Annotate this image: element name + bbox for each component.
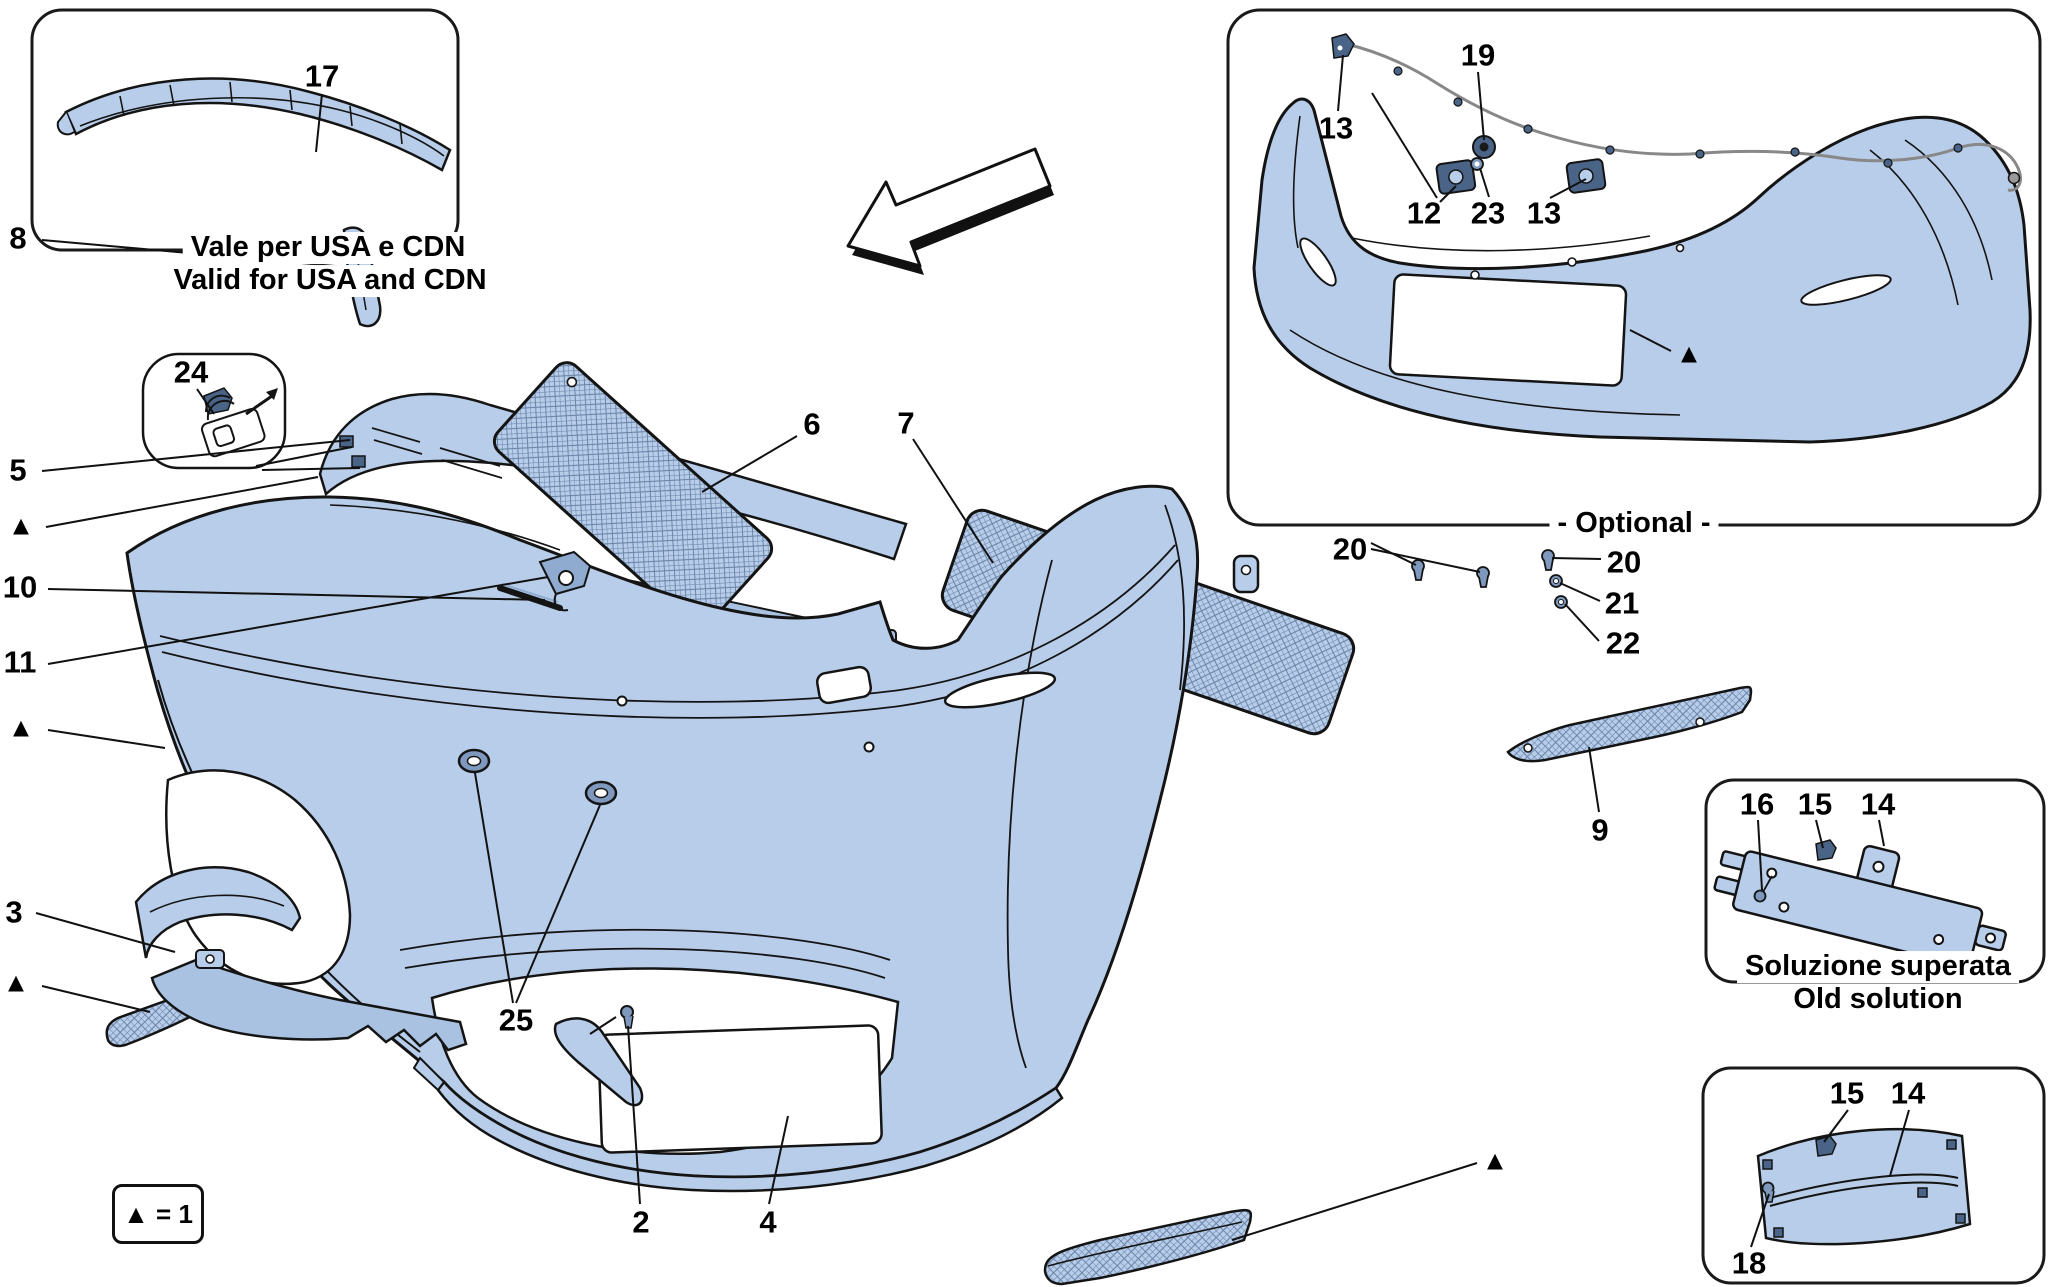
callout-21: 21 (1604, 585, 1640, 621)
side-mesh-lower-right (1043, 1208, 1253, 1286)
callout-4: 4 (759, 1204, 777, 1240)
cowl-clip (351, 455, 366, 468)
callout-3: 3 (5, 894, 23, 930)
legend-text: ▲ = 1 (123, 1198, 193, 1229)
old-solution-caption-line2: Old solution (1785, 983, 1971, 1016)
direction-arrow-icon (846, 147, 1054, 275)
sensor-bracket-13 (1565, 158, 1607, 194)
undertray (150, 949, 468, 1052)
screw-18 (1761, 1181, 1775, 1203)
usa-caption-line1: Vale per USA e CDN (182, 231, 474, 264)
grommet-25 (584, 780, 618, 806)
callout-19: 19 (1460, 37, 1496, 73)
bumper-insert-usa-part (56, 77, 452, 172)
clip-15 (1815, 839, 1837, 861)
sensor-bracket-12 (1435, 159, 1477, 195)
callout-6: 6 (803, 406, 821, 442)
callout-5: 5 (9, 452, 27, 488)
front-lip-4 (412, 1056, 1064, 1193)
license-plate-bracket-old (1713, 844, 2007, 968)
optional-bumper-rear (1252, 97, 2032, 444)
mesh-grille-9 (1506, 685, 1753, 763)
callout-24: 24 (173, 354, 209, 390)
quantity-triangle-marker: ▲ (7, 712, 35, 743)
washer-21 (1549, 574, 1563, 588)
callout-13: 13 (1318, 110, 1354, 146)
callout-13: 13 (1526, 195, 1562, 231)
usa-caption-line2: Valid for USA and CDN (165, 264, 495, 297)
clip-24-bubble (141, 352, 287, 470)
callout-20: 20 (1606, 544, 1642, 580)
license-plate-bracket-new (1756, 1127, 1972, 1246)
callout-15: 15 (1829, 1075, 1865, 1111)
quantity-triangle-marker: ▲ (7, 510, 35, 541)
parking-sensor-harness (1331, 33, 2022, 195)
grommet-25 (457, 748, 491, 774)
pin-screw-20 (1411, 549, 1555, 588)
callout-12: 12 (1406, 195, 1442, 231)
washer-22 (1554, 595, 1568, 609)
callout-11: 11 (3, 644, 37, 680)
spoiler-lip-3 (134, 866, 302, 959)
lower-winglet (553, 1017, 644, 1107)
callout-2: 2 (632, 1204, 650, 1240)
harness-clip-13 (1331, 33, 1355, 59)
tow-hook-cover (815, 665, 873, 705)
optional-caption: - Optional - (1549, 507, 1719, 540)
headlight-washer-bracket (497, 550, 592, 612)
harness-connector (2007, 171, 2021, 185)
callout-9: 9 (1591, 812, 1609, 848)
callout-18: 18 (1731, 1245, 1767, 1281)
side-vent-slot (943, 671, 1057, 709)
callout-25: 25 (498, 1002, 534, 1038)
front-bumper (125, 484, 1200, 1179)
quantity-triangle-marker: ▲ (2, 967, 30, 998)
plate-bracket-inset-box (1701, 1066, 2046, 1285)
callout-20: 20 (1332, 531, 1368, 567)
callout-17: 17 (304, 58, 340, 94)
license-plate-recess (597, 1024, 883, 1154)
screw-16 (1753, 875, 1773, 903)
callout-8: 8 (9, 220, 27, 256)
old-solution-caption-line1: Soluzione superata (1737, 950, 2019, 983)
callout-7: 7 (897, 405, 915, 441)
callout-16: 16 (1739, 786, 1775, 822)
callout-10: 10 (2, 569, 38, 605)
callout-14: 14 (1890, 1075, 1926, 1111)
quantity-triangle-marker: ▲ (1481, 1145, 1509, 1176)
callout-15: 15 (1797, 786, 1833, 822)
leader-lines (35, 54, 1910, 1248)
legend-box: ▲ = 1 (112, 1184, 204, 1244)
callout-23: 23 (1470, 195, 1506, 231)
callout-14: 14 (1860, 786, 1896, 822)
screw-2 (620, 1005, 634, 1029)
callout-22: 22 (1605, 625, 1641, 661)
quantity-triangle-marker: ▲ (1675, 338, 1703, 369)
